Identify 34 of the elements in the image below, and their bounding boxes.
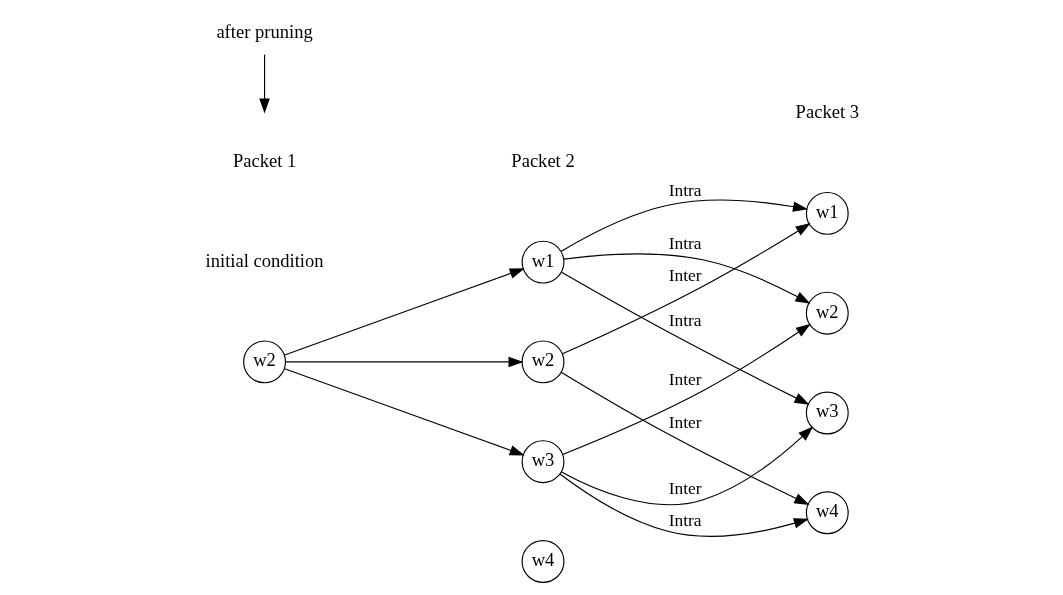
label: Packet 1: [232, 149, 296, 171]
edge-label: Intra: [668, 233, 702, 254]
edge-label: Inter: [668, 412, 702, 433]
arrow: [559, 473, 809, 537]
edge-label: Intra: [668, 509, 702, 530]
arrow: [258, 54, 270, 114]
edge-label: Intra: [668, 309, 702, 330]
node-circle: w4: [805, 491, 849, 535]
label: Packet 2: [510, 149, 575, 171]
arrow: [562, 253, 810, 304]
arrow: [283, 268, 525, 356]
arrow: [560, 199, 808, 252]
node-circle: w2: [242, 340, 286, 384]
node-circle: w1: [521, 240, 564, 284]
arrow: [561, 223, 811, 355]
node-circle: w4: [521, 540, 564, 583]
node-circle: w3: [805, 391, 849, 435]
label: initial condition: [205, 249, 324, 271]
node-circle: w2: [521, 340, 564, 384]
node-text: after pruning: [215, 20, 313, 42]
arrow: [561, 323, 811, 455]
arrow: [283, 368, 525, 456]
edge-label: Inter: [668, 478, 702, 499]
edge-label: Inter: [668, 369, 702, 390]
arrow: [560, 426, 813, 506]
label: Packet 3: [795, 101, 859, 122]
arrow: [560, 271, 810, 405]
arrow: [560, 371, 809, 505]
node-circle: w1: [805, 191, 849, 235]
arrow: [284, 356, 524, 368]
edge-label: Inter: [668, 264, 702, 285]
edge-label: Intra: [668, 179, 702, 200]
node-circle: w2: [805, 291, 849, 335]
node-circle: w3: [521, 440, 564, 484]
